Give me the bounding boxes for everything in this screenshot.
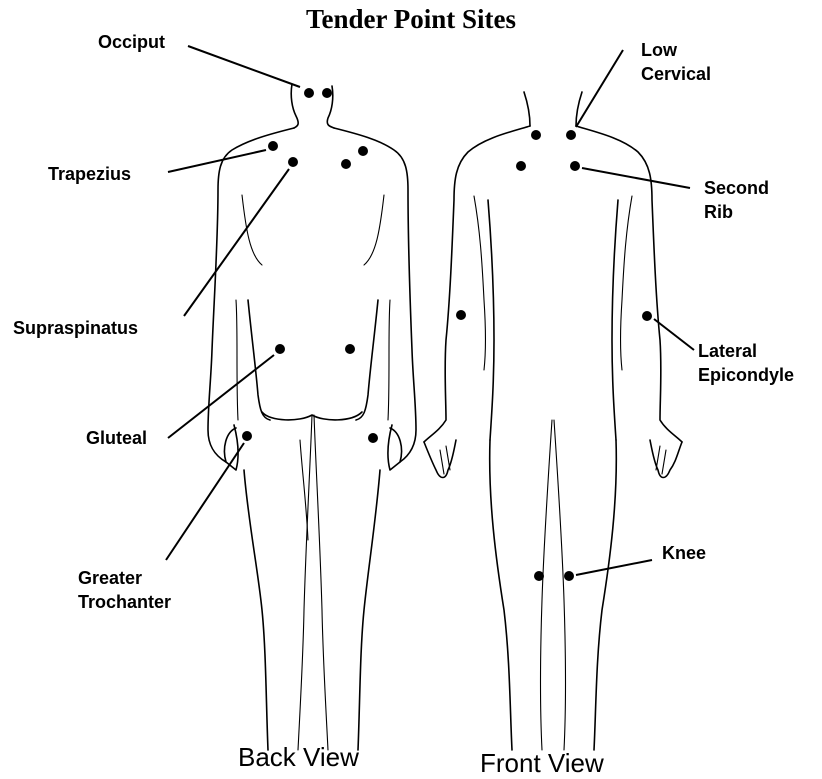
label-lateral-epicondyle-line2: Epicondyle (698, 363, 794, 387)
label-greater-trochanter: Greater Trochanter (78, 566, 171, 614)
caption-front-view: Front View (480, 748, 604, 779)
label-second-rib-line1: Second (704, 176, 769, 200)
tender-point-trapezius-left (268, 141, 278, 151)
tender-point-low-cervical-left (531, 130, 541, 140)
pointer-supraspinatus (184, 169, 289, 316)
label-greater-trochanter-line2: Trochanter (78, 590, 171, 614)
tender-point-knee-left (534, 571, 544, 581)
label-lateral-epicondyle-line1: Lateral (698, 339, 794, 363)
pointer-trapezius (168, 150, 266, 172)
pointer-knee (576, 560, 652, 575)
pointer-low-cervical (576, 50, 623, 127)
tender-point-supraspinatus-left (288, 157, 298, 167)
back-view-figure (208, 84, 416, 750)
front-view-figure (424, 92, 682, 750)
label-occiput: Occiput (98, 30, 165, 54)
tender-point-trochanter-right (368, 433, 378, 443)
label-low-cervical: Low Cervical (641, 38, 711, 86)
pointer-occiput (188, 46, 300, 87)
label-supraspinatus: Supraspinatus (13, 316, 138, 340)
tender-point-occiput-left (304, 88, 314, 98)
tender-point-occiput-right (322, 88, 332, 98)
tender-point-epicondyle-right (642, 311, 652, 321)
tender-point-gluteal-right (345, 344, 355, 354)
tender-point-epicondyle-left (456, 310, 466, 320)
label-greater-trochanter-line1: Greater (78, 566, 171, 590)
tender-point-second-rib-left (516, 161, 526, 171)
tender-point-low-cervical-right (566, 130, 576, 140)
pointer-trochanter (166, 443, 244, 560)
tender-point-trapezius-right (358, 146, 368, 156)
caption-back-view: Back View (238, 742, 359, 773)
tender-point-second-rib-right (570, 161, 580, 171)
tender-point-supraspinatus-right (341, 159, 351, 169)
label-low-cervical-line1: Low (641, 38, 711, 62)
pointer-second-rib (582, 168, 690, 188)
tender-point-trochanter-left (242, 431, 252, 441)
tender-point-knee-right (564, 571, 574, 581)
label-second-rib: Second Rib (704, 176, 769, 224)
label-trapezius: Trapezius (48, 162, 131, 186)
tender-point-gluteal-left (275, 344, 285, 354)
label-knee: Knee (662, 541, 706, 565)
label-low-cervical-line2: Cervical (641, 62, 711, 86)
label-second-rib-line2: Rib (704, 200, 769, 224)
label-lateral-epicondyle: Lateral Epicondyle (698, 339, 794, 387)
label-gluteal: Gluteal (86, 426, 147, 450)
